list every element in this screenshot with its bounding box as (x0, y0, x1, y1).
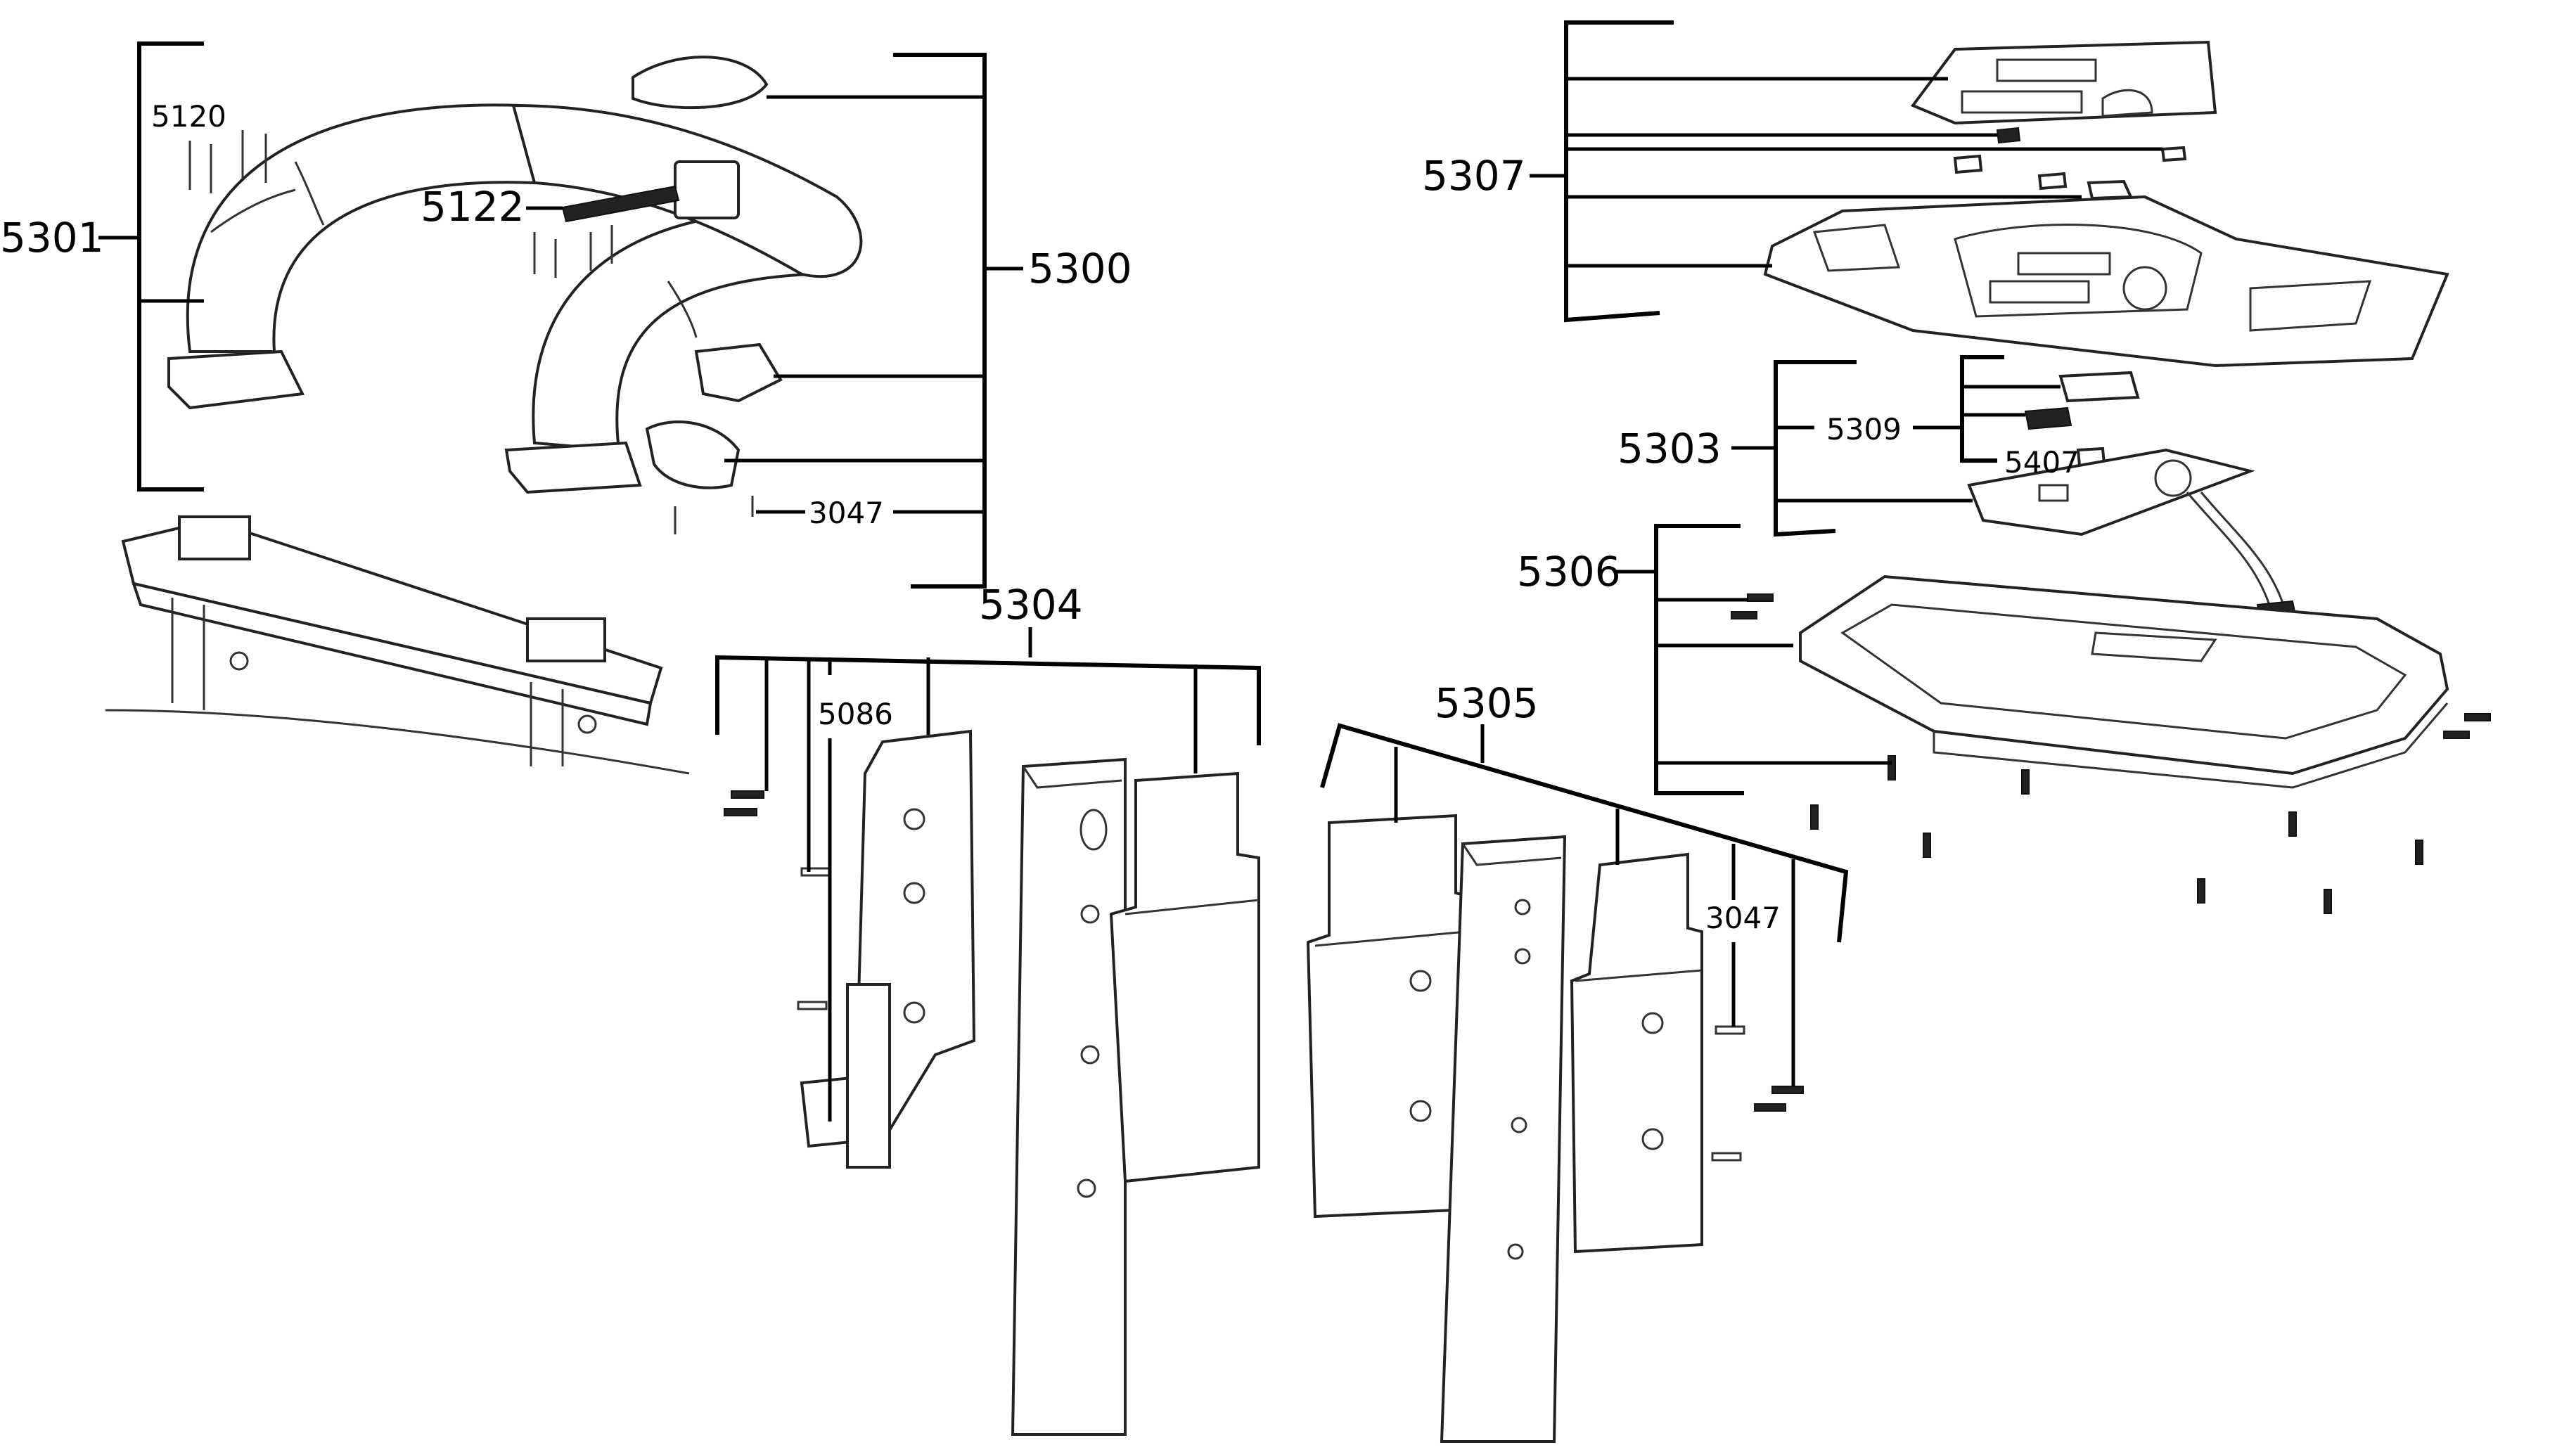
label-5301: 5301 (0, 214, 104, 262)
label-5086: 5086 (818, 697, 893, 731)
base-tray-5306 (1731, 574, 2491, 914)
label-5309: 5309 (1826, 412, 1902, 446)
callout-5301: 5301 (0, 41, 204, 492)
label-5303: 5303 (1617, 425, 1722, 473)
callout-5306: 5306 (1517, 524, 1892, 795)
callout-5303: 5303 5309 5407 (1617, 355, 2080, 537)
label-5305: 5305 (1435, 679, 1539, 727)
electronics-5303 (1967, 371, 2298, 624)
label-5120: 5120 (151, 99, 226, 134)
upright-5305 (1306, 814, 1804, 1443)
label-5307: 5307 (1422, 152, 1526, 200)
handlebar-assembly (167, 56, 863, 534)
callout-5304: 5304 5086 (715, 581, 1261, 1122)
callout-5122: 5122 (421, 183, 563, 231)
upright-5304 (724, 729, 1260, 1436)
frame-crossbar (105, 515, 690, 775)
label-5304: 5304 (979, 581, 1083, 629)
label-5300: 5300 (1028, 245, 1132, 293)
label-5122: 5122 (421, 183, 525, 231)
console-5307 (1763, 40, 2449, 368)
callout-5307: 5307 (1422, 20, 2162, 323)
callout-5300: 5300 3047 (724, 53, 1132, 589)
label-5306: 5306 (1517, 548, 1621, 596)
label-3047-lower: 3047 (1705, 901, 1781, 935)
label-3047-upper: 3047 (809, 496, 884, 530)
callout-5120: 5120 (151, 99, 226, 134)
label-5407: 5407 (2004, 445, 2080, 480)
callout-5305: 5305 3047 (1320, 679, 1849, 1086)
